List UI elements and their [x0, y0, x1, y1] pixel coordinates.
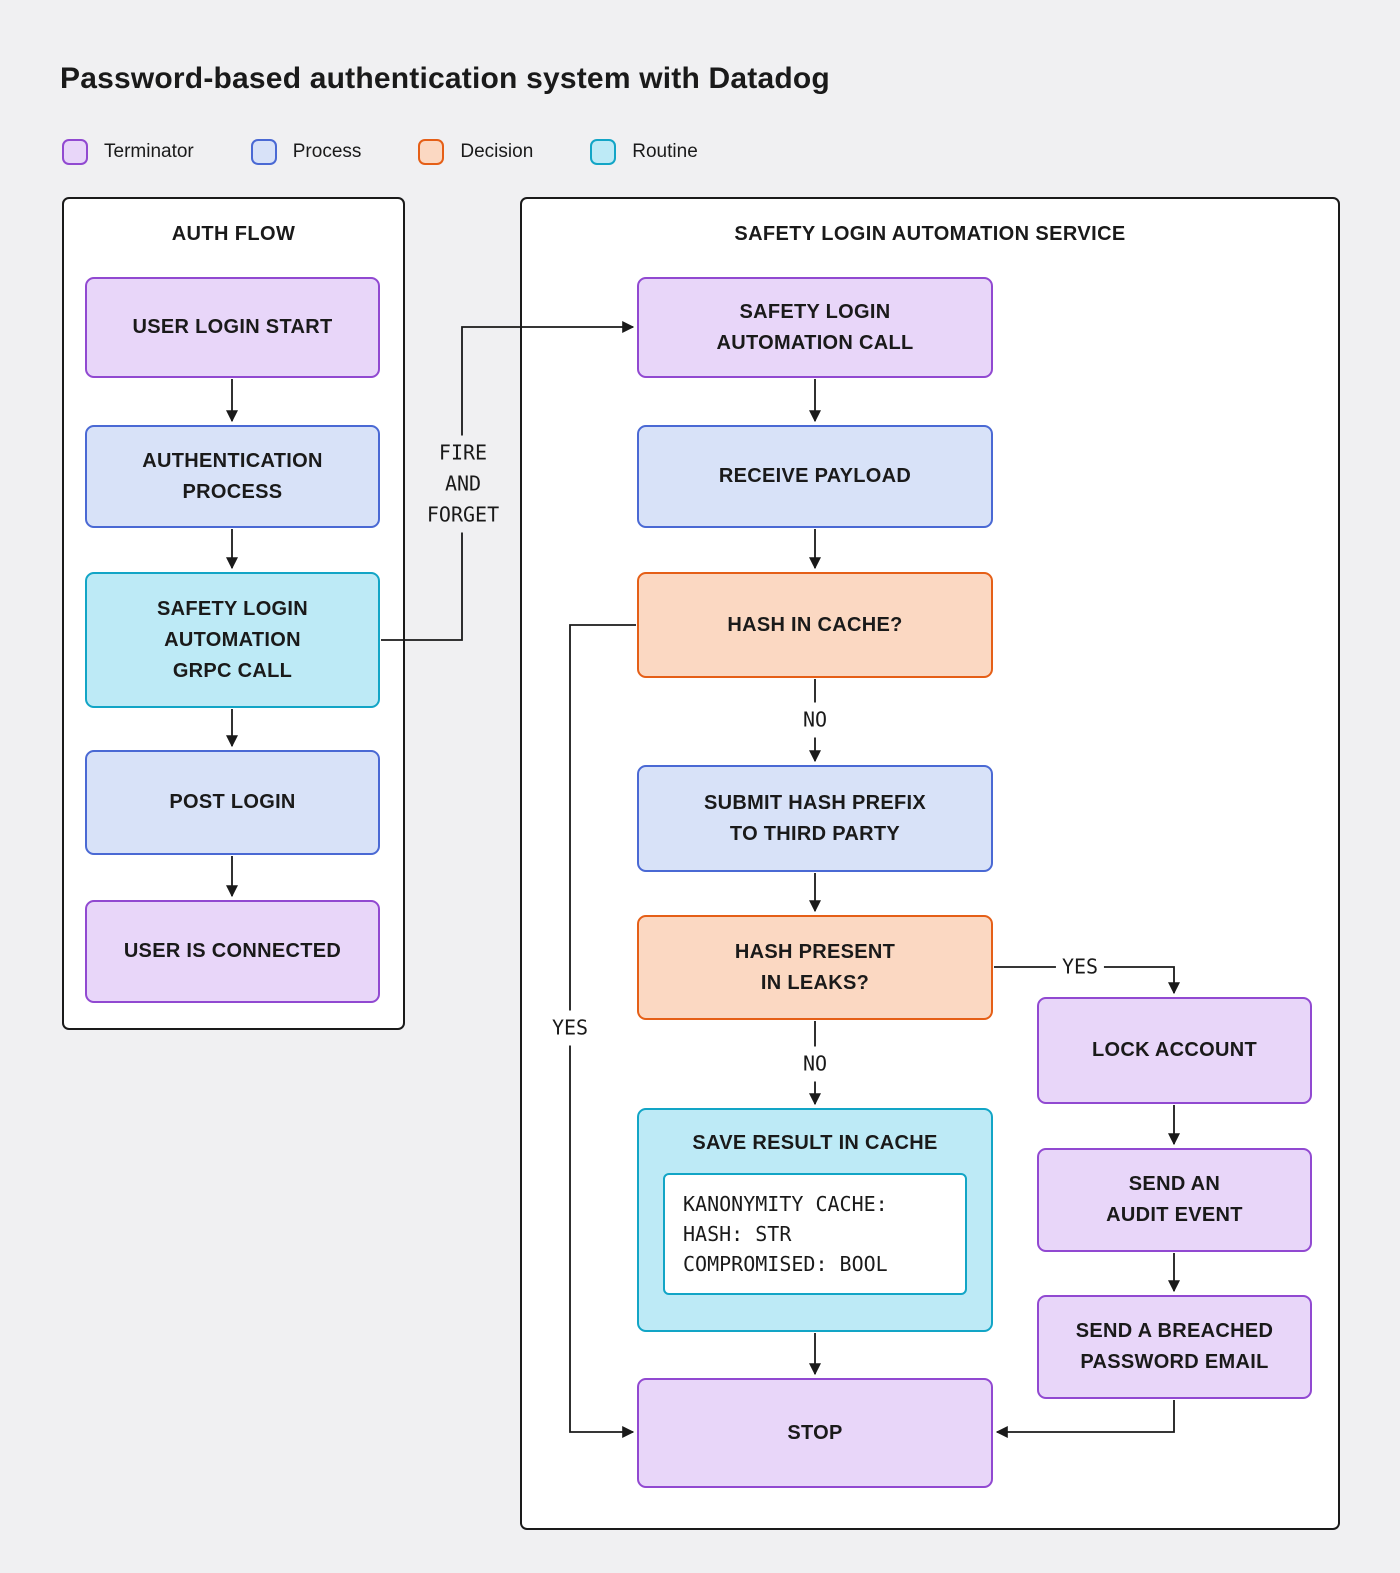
legend-label: Decision: [460, 141, 534, 162]
legend-label: Process: [292, 141, 362, 162]
service-title: SAFETY LOGIN AUTOMATION SERVICE: [734, 223, 1126, 245]
node-safety-login-grpc-call: SAFETY LOGIN AUTOMATION GRPC CALL: [85, 572, 380, 708]
node-stop: STOP: [637, 1378, 993, 1488]
node-user-login-start: USER LOGIN START: [85, 277, 380, 378]
node-send-breached-password-email: SEND A BREACHED PASSWORD EMAIL: [1037, 1295, 1312, 1399]
terminator-swatch-icon: [62, 139, 88, 165]
node-user-is-connected: USER IS CONNECTED: [85, 900, 380, 1003]
edge-label-fire-and-forget: FIRE AND FORGET: [420, 435, 506, 533]
node-safety-login-automation-call: SAFETY LOGIN AUTOMATION CALL: [637, 277, 993, 378]
process-swatch-icon: [250, 139, 277, 165]
edge-label-no-leaks: NO: [796, 1046, 834, 1082]
legend-item-terminator: Terminator: [62, 139, 194, 165]
legend-label: Terminator: [104, 141, 194, 162]
node-post-login: POST LOGIN: [85, 750, 380, 855]
node-submit-hash-prefix: SUBMIT HASH PREFIX TO THIRD PARTY: [637, 765, 993, 872]
edge-label-yes-cache: YES: [545, 1010, 595, 1046]
auth-flow-title: AUTH FLOW: [171, 223, 296, 245]
legend-item-decision: Decision: [418, 139, 533, 165]
node-save-result-in-cache: SAVE RESULT IN CACHE KANONYMITY CACHE: H…: [637, 1108, 993, 1332]
node-hash-in-cache: HASH IN CACHE?: [637, 572, 993, 678]
node-receive-payload: RECEIVE PAYLOAD: [637, 425, 993, 528]
legend-item-process: Process: [250, 139, 362, 165]
kanonymity-cache-detail: KANONYMITY CACHE: HASH: STR COMPROMISED:…: [663, 1173, 967, 1295]
decision-swatch-icon: [418, 139, 445, 165]
edge-label-no-cache: NO: [796, 702, 834, 738]
save-result-title: SAVE RESULT IN CACHE: [692, 1132, 938, 1154]
page-title: Password-based authentication system wit…: [60, 62, 830, 95]
legend-label: Routine: [632, 141, 698, 162]
routine-swatch-icon: [590, 139, 617, 165]
legend: Terminator Process Decision Routine: [62, 139, 698, 165]
legend-item-routine: Routine: [590, 139, 698, 165]
node-lock-account: LOCK ACCOUNT: [1037, 997, 1312, 1104]
node-hash-present-in-leaks: HASH PRESENT IN LEAKS?: [637, 915, 993, 1020]
node-send-audit-event: SEND AN AUDIT EVENT: [1037, 1148, 1312, 1252]
node-authentication-process: AUTHENTICATION PROCESS: [85, 425, 380, 528]
edge-label-yes-leaks: YES: [1055, 949, 1105, 985]
